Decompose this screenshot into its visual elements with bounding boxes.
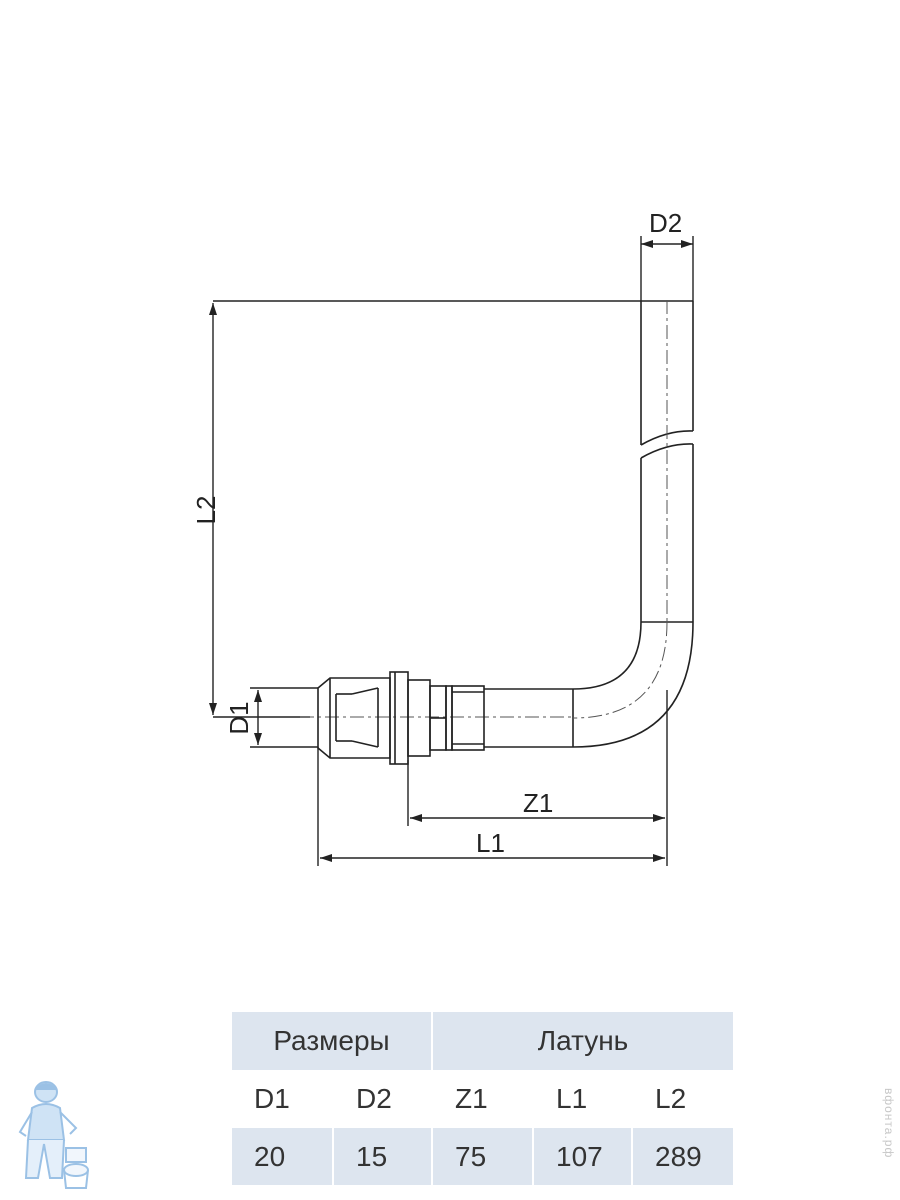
label-z1: Z1 [523, 788, 553, 818]
technical-drawing: D2 L2 D1 Z1 L1 [191, 208, 694, 866]
table-column-header-row: D1 D2 Z1 L1 L2 [232, 1070, 735, 1128]
table-row: 20 15 75 107 289 [232, 1128, 735, 1185]
label-l2: L2 [191, 496, 221, 525]
label-d2: D2 [649, 208, 682, 238]
value-z1: 75 [432, 1128, 534, 1185]
extension-lines [213, 236, 694, 866]
table-group-header-row: Размеры Латунь [232, 1012, 735, 1070]
label-d1: D1 [224, 701, 254, 734]
value-l1: 107 [533, 1128, 633, 1185]
value-d2: 15 [333, 1128, 433, 1185]
column-header-d1: D1 [232, 1070, 334, 1128]
watermark-text: вфонта.рф [882, 1088, 896, 1159]
dimension-lines [209, 240, 693, 862]
plumber-mascot-icon [18, 1081, 89, 1189]
label-l1: L1 [476, 828, 505, 858]
group-header-dimensions: Размеры [232, 1012, 433, 1070]
column-header-z1: Z1 [432, 1070, 534, 1128]
column-header-l1: L1 [533, 1070, 633, 1128]
column-header-d2: D2 [333, 1070, 433, 1128]
column-header-l2: L2 [632, 1070, 735, 1128]
value-l2: 289 [632, 1128, 735, 1185]
centerlines [300, 300, 668, 719]
pipe [484, 300, 694, 748]
group-header-brass: Латунь [432, 1012, 735, 1070]
fitting [317, 671, 485, 765]
value-d1: 20 [232, 1128, 334, 1185]
dimensions-table: Размеры Латунь D1 D2 Z1 L1 L2 20 15 75 1… [232, 1012, 735, 1185]
